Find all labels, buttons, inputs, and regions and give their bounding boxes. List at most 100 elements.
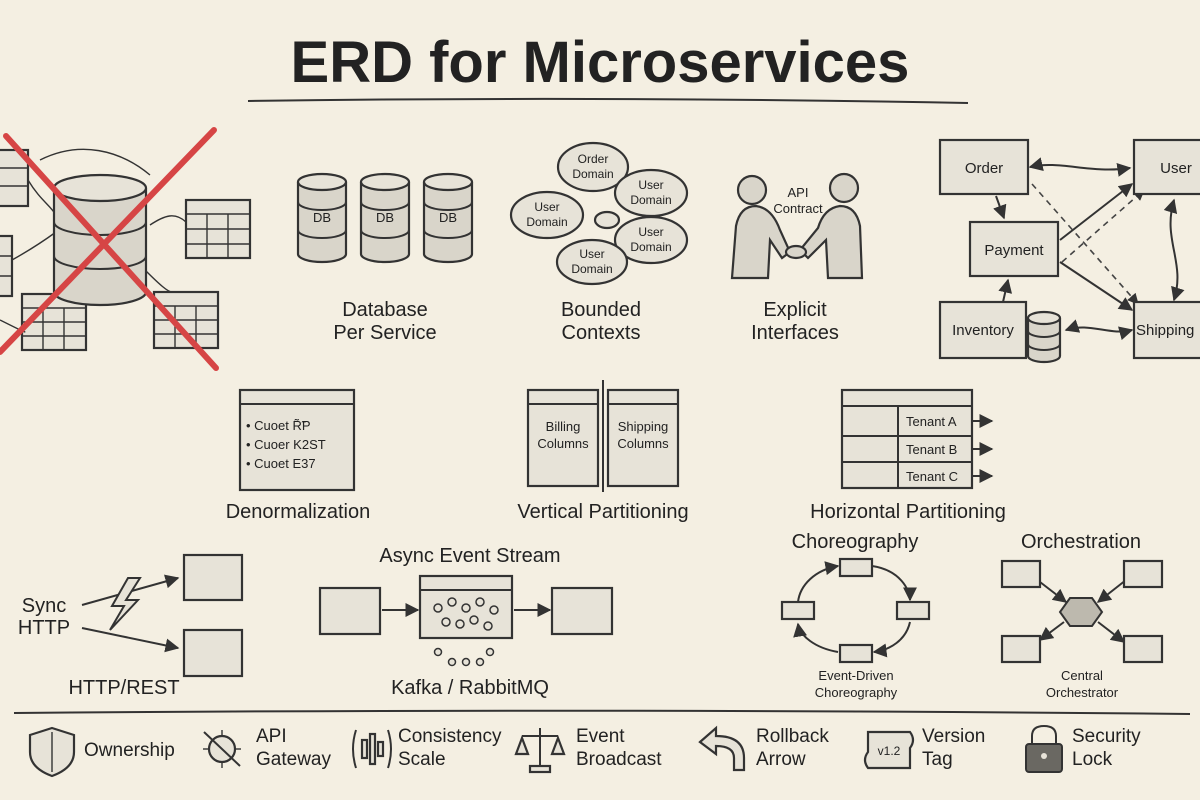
svg-text:Version: Version (922, 726, 985, 747)
explicit-interfaces-label-line1: Explicit (763, 299, 827, 321)
service-shipping: Shipping (1132, 300, 1200, 360)
legend-item-ownership: Ownership (28, 726, 175, 778)
svg-text:Payment: Payment (984, 242, 1044, 259)
svg-text:Orchestrator: Orchestrator (1046, 685, 1119, 700)
legend-divider (13, 709, 1191, 715)
denorm-row-3: • Cuoet E37 (246, 456, 316, 471)
orch-node-bottom-right (1122, 634, 1164, 664)
person-left-figure (730, 174, 792, 280)
svg-text:Lock: Lock (1072, 749, 1113, 770)
svg-text:Choreography: Choreography (815, 685, 898, 700)
db-label-2: DB (376, 210, 394, 225)
cross-out-mark (0, 127, 219, 371)
svg-text:Tenant A: Tenant A (906, 414, 957, 429)
svg-text:Consistency: Consistency (398, 726, 502, 747)
db-label-3: DB (439, 210, 457, 225)
svg-text:Broadcast: Broadcast (576, 749, 662, 770)
db-label-1: DB (313, 210, 331, 225)
async-event-stream-label: Async Event Stream (379, 545, 560, 567)
denormalization: • Cuoet R̃̃P • Cuoer K2ST • Cuoet E37 De… (226, 388, 371, 523)
svg-text:Domain: Domain (572, 167, 613, 181)
db-per-service-label-line2: Per Service (333, 322, 436, 344)
svg-text:Scale: Scale (398, 749, 446, 770)
domain-bubble-user-right-top: User Domain (613, 168, 689, 218)
vertical-partitioning: Billing Columns Shipping Columns Vertica… (517, 380, 689, 523)
choreo-node-left (780, 600, 816, 621)
person-right-figure (798, 172, 864, 280)
title-underline (247, 97, 969, 104)
service-payment: Payment (968, 220, 1060, 278)
shared-table-right-top (184, 198, 252, 260)
horizontal-partitioning-label: Horizontal Partitioning (810, 501, 1006, 523)
lock-icon (1025, 724, 1063, 773)
orchestrator-hub-icon (1058, 597, 1104, 627)
shared-database-antipattern (0, 127, 252, 371)
explicit-interfaces: API Contract Explicit Interfaces (730, 172, 864, 344)
svg-text:Shipping: Shipping (618, 419, 669, 434)
svg-text:Billing: Billing (546, 419, 581, 434)
svg-text:Inventory: Inventory (952, 322, 1014, 339)
legend-item-security-lock: Security Lock (1025, 724, 1141, 773)
svg-text:Rollback: Rollback (756, 726, 829, 747)
svg-text:Tenant C: Tenant C (906, 469, 958, 484)
db-cylinder-1: DB (296, 172, 348, 264)
api-contract-line1: API (788, 185, 809, 200)
legend-item-api-gateway: API Gateway (203, 726, 331, 770)
database-per-service: DB DB DB Database Per Service (296, 172, 474, 344)
rollback-arrow-icon (698, 725, 746, 772)
domain-bubble-small (593, 210, 621, 230)
scale-bars-icon (352, 729, 392, 769)
legend-item-rollback-arrow: Rollback Arrow (698, 725, 829, 772)
domain-bubble-user-right-bottom: User Domain (613, 215, 689, 265)
svg-text:API: API (256, 726, 287, 747)
sync-http: Sync HTTP HTTP/REST (18, 553, 244, 699)
svg-text:Shipping: Shipping (1136, 322, 1194, 339)
svg-text:Gateway: Gateway (256, 749, 331, 770)
choreography: Choreography Event-Driven Choreography (780, 531, 931, 700)
svg-text:Arrow: Arrow (756, 749, 806, 770)
denormalization-label: Denormalization (226, 501, 371, 523)
svg-text:Domain: Domain (571, 262, 612, 276)
db-per-service-label-line1: Database (342, 299, 428, 321)
gateway-icon (203, 730, 241, 768)
domain-bubble-user-bottom: User Domain (555, 238, 629, 286)
domain-bubble-order: Order Domain (556, 141, 630, 193)
svg-text:Tag: Tag (922, 749, 953, 770)
vertical-partitioning-label: Vertical Partitioning (517, 501, 688, 523)
svg-text:User: User (1160, 160, 1192, 177)
bounded-contexts-label-line1: Bounded (561, 299, 641, 321)
kafka-rabbitmq-label: Kafka / RabbitMQ (391, 677, 549, 699)
shared-table-bottom-right (152, 290, 220, 350)
svg-text:Event: Event (576, 726, 625, 747)
choreo-node-top (838, 557, 874, 578)
svg-text:Security: Security (1072, 726, 1141, 747)
svg-text:HTTP: HTTP (18, 617, 70, 639)
denorm-row-2: • Cuoer K2ST (246, 437, 326, 452)
legend: Ownership API Gateway Consistency (28, 724, 1141, 778)
explicit-interfaces-label-line2: Interfaces (751, 322, 839, 344)
shared-table-left-bottom (0, 234, 14, 298)
svg-text:Tenant B: Tenant B (906, 442, 957, 457)
event-dots (433, 597, 499, 667)
service-order: Order (938, 138, 1030, 196)
legend-item-consistency-scale: Consistency Scale (352, 726, 502, 770)
orchestration-label: Orchestration (1021, 531, 1141, 553)
svg-text:Domain: Domain (630, 193, 671, 207)
lightning-icon (109, 577, 142, 631)
svg-text:User: User (638, 225, 663, 239)
horizontal-partitioning: Tenant A Tenant B Tenant C Horizontal Pa… (810, 388, 1006, 523)
service-inventory: Inventory (938, 300, 1028, 360)
domain-bubble-user-left: User Domain (509, 190, 585, 240)
choreography-label: Choreography (792, 531, 919, 553)
service-user: User (1132, 138, 1200, 196)
svg-text:Order: Order (578, 152, 609, 166)
orch-node-top-left (1000, 559, 1042, 589)
svg-text:User: User (638, 178, 663, 192)
bounded-contexts: Order Domain User Domain User Domain Use… (509, 141, 689, 344)
legend-item-event-broadcast: Event Broadcast (514, 726, 662, 774)
api-contract-line2: Contract (773, 201, 823, 216)
svg-text:Order: Order (965, 160, 1003, 177)
handshake-icon (784, 244, 808, 260)
svg-text:Columns: Columns (617, 436, 669, 451)
